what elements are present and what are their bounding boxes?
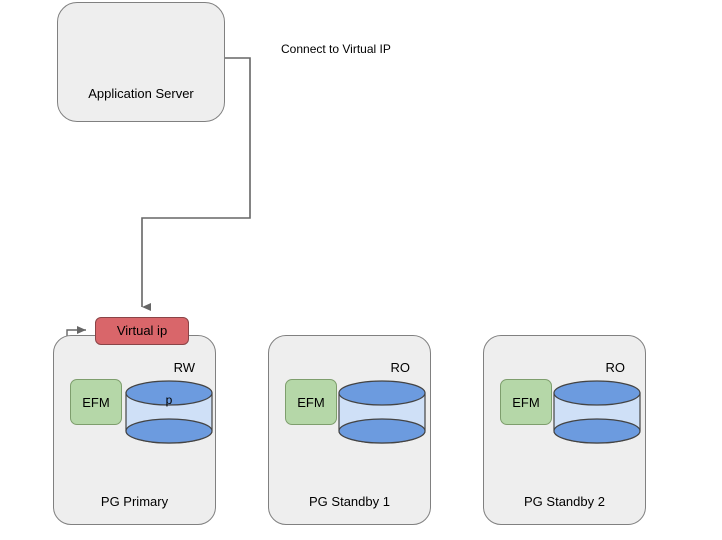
virtual-ip-node[interactable] — [95, 317, 189, 345]
host-standby1-mode-badge: RO — [390, 360, 411, 375]
database-primary-label: p — [165, 393, 173, 407]
virtual-ip-label: Virtual ip — [116, 323, 168, 338]
efm-agent-standby2[interactable] — [500, 379, 552, 425]
efm-agent-standby1[interactable] — [285, 379, 337, 425]
cylinder-top-ellipse — [553, 380, 641, 406]
cylinder-top-ellipse — [338, 380, 426, 406]
cylinder-top-ellipse — [125, 380, 213, 406]
cylinder-bottom-ellipse — [553, 418, 641, 444]
application-server-node[interactable] — [57, 2, 225, 122]
cylinder-bottom-ellipse — [338, 418, 426, 444]
efm-agent-primary[interactable] — [70, 379, 122, 425]
host-primary-title: PG Primary — [100, 494, 169, 509]
connect-to-virtual-ip-note: Connect to Virtual IP — [281, 42, 391, 56]
database-cylinder-primary[interactable] — [125, 380, 213, 444]
database-cylinder-standby1[interactable] — [338, 380, 426, 444]
efm-agent-standby2-label: EFM — [512, 395, 540, 410]
efm-agent-standby1-label: EFM — [297, 395, 325, 410]
application-server-label: Application Server — [88, 86, 194, 101]
host-standby2-mode-badge: RO — [605, 360, 626, 375]
host-standby1-title: PG Standby 1 — [309, 494, 390, 509]
database-cylinder-standby2[interactable] — [553, 380, 641, 444]
host-primary-mode-badge: RW — [173, 360, 195, 375]
host-standby2-title: PG Standby 2 — [524, 494, 605, 509]
connector-app-to-vip — [141, 57, 251, 311]
efm-agent-primary-label: EFM — [82, 395, 110, 410]
cylinder-bottom-ellipse — [125, 418, 213, 444]
